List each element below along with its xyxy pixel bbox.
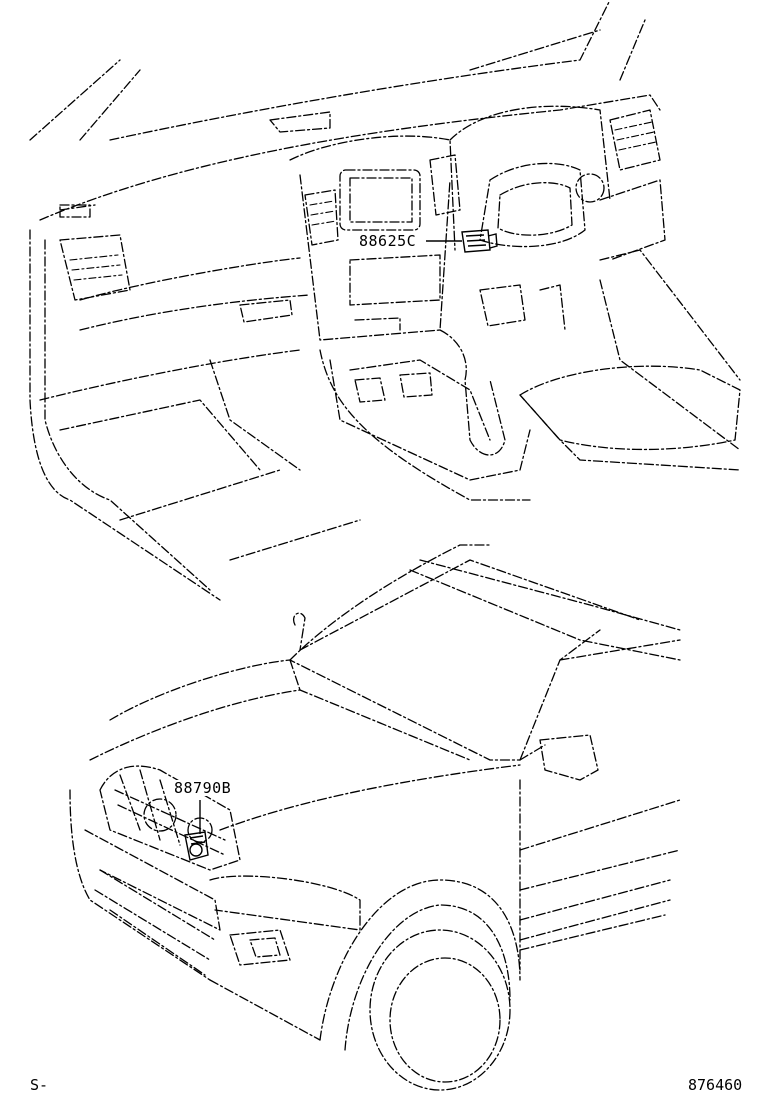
callout-88790b: 88790B [173,779,233,797]
interior-dashboard-view [29,0,741,601]
callout-88625c: 88625C [358,232,418,250]
footer-left-code: S- [30,1076,49,1094]
footer-right-code: 876460 [688,1076,743,1094]
exterior-front-view [69,544,681,1091]
